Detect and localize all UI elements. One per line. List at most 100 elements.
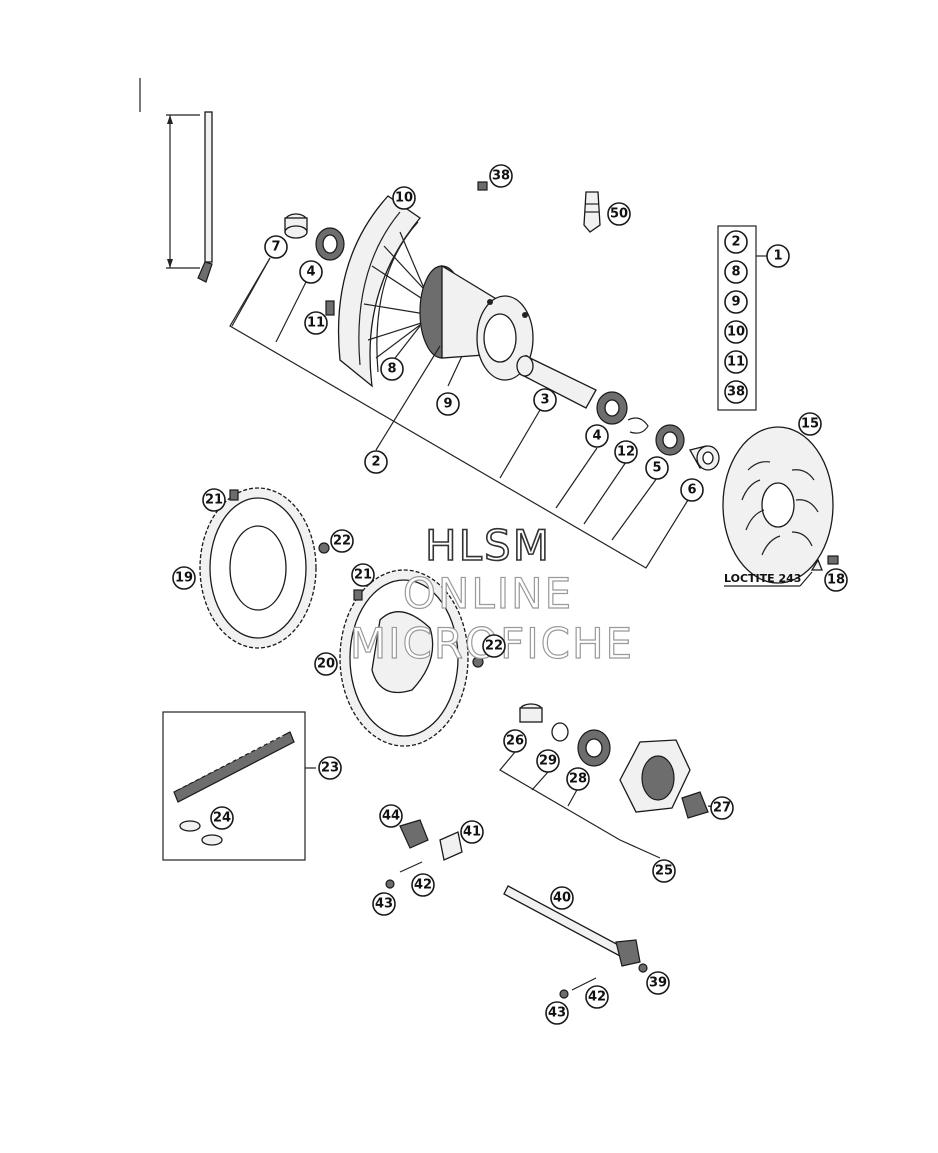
callout-24: 24 (210, 806, 234, 830)
svg-text:28: 28 (569, 772, 587, 787)
callout-39: 39 (646, 971, 670, 995)
kit-item-8: 8 (724, 260, 748, 284)
svg-text:25: 25 (655, 864, 673, 879)
drop-icon (810, 558, 823, 571)
chain-adjuster-part (439, 831, 463, 861)
svg-text:19: 19 (175, 571, 193, 586)
callout-15: 15 (798, 412, 822, 436)
svg-text:18: 18 (827, 573, 845, 588)
svg-text:29: 29 (539, 754, 557, 769)
watermark: HLSM ONLINE MICROFICHE (349, 520, 632, 668)
svg-text:12: 12 (617, 445, 635, 460)
svg-text:1: 1 (773, 249, 782, 264)
svg-text:4: 4 (306, 265, 315, 280)
callout-42-left: 42 (411, 873, 435, 897)
kit-item-38: 38 (724, 380, 748, 404)
chain-link-part (179, 820, 223, 846)
callout-9: 9 (436, 392, 460, 416)
callout-22-bottom: 22 (482, 634, 506, 658)
kit-item-11: 11 (724, 350, 748, 374)
svg-text:50: 50 (610, 207, 628, 222)
callout-27: 27 (710, 796, 734, 820)
spacer-part (689, 445, 720, 471)
callout-40: 40 (550, 886, 574, 910)
adjuster-nut-part (385, 879, 395, 889)
svg-text:44: 44 (382, 809, 400, 824)
svg-text:11: 11 (307, 316, 325, 331)
svg-text:40: 40 (553, 891, 571, 906)
callout-3: 3 (533, 388, 557, 412)
callout-25: 25 (652, 859, 676, 883)
chain-box (162, 711, 306, 861)
kit-item-2: 2 (724, 230, 748, 254)
chain-part (173, 731, 295, 803)
hub-part (419, 264, 534, 381)
callout-12: 12 (614, 440, 638, 464)
axle-tube-part (516, 355, 597, 409)
callout-41: 41 (460, 820, 484, 844)
axle-nut-part (399, 819, 429, 849)
svg-text:24: 24 (213, 811, 231, 826)
svg-text:42: 42 (414, 878, 432, 893)
callout-29: 29 (536, 749, 560, 773)
svg-text:2: 2 (371, 455, 380, 470)
disc-screw-part (827, 555, 839, 565)
svg-text:21: 21 (205, 493, 223, 508)
callout-7: 7 (264, 235, 288, 259)
callout-50: 50 (607, 202, 631, 226)
valve-part (583, 191, 601, 233)
bolt-part (325, 300, 335, 316)
loctite-note: LOCTITE 243 (724, 572, 801, 585)
spoke-part (166, 111, 213, 283)
axle-washer-part (638, 963, 648, 973)
callout-42-right: 42 (585, 985, 609, 1009)
sprocket-carrier-part (619, 739, 691, 813)
svg-text:23: 23 (321, 761, 339, 776)
callout-22-top: 22 (330, 529, 354, 553)
bearing-part-left (315, 227, 345, 261)
sprocket-nut-part (318, 542, 330, 554)
svg-text:9: 9 (731, 295, 740, 310)
damper-part (681, 791, 709, 819)
spacer-bushing-part (284, 213, 308, 239)
svg-text:7: 7 (271, 240, 280, 255)
svg-text:10: 10 (727, 325, 745, 340)
callout-43-right: 43 (545, 1001, 569, 1025)
svg-text:26: 26 (506, 734, 524, 749)
svg-text:3: 3 (540, 393, 549, 408)
callout-4-right: 4 (585, 424, 609, 448)
axle-part (503, 885, 641, 967)
callout-18: 18 (824, 568, 848, 592)
sprocket-part-20 (339, 569, 469, 747)
svg-text:10: 10 (395, 191, 413, 206)
callout-8: 8 (380, 357, 404, 381)
callout-23: 23 (318, 756, 342, 780)
callout-21-top: 21 (202, 488, 226, 512)
callout-26: 26 (503, 729, 527, 753)
svg-text:43: 43 (375, 897, 393, 912)
svg-text:22: 22 (333, 534, 351, 549)
svg-text:21: 21 (354, 568, 372, 583)
sprocket-part-19 (199, 487, 317, 649)
callout-28: 28 (566, 767, 590, 791)
callout-4-left: 4 (299, 260, 323, 284)
seal-part-29 (551, 722, 569, 742)
callout-20: 20 (314, 652, 338, 676)
svg-text:4: 4 (592, 429, 601, 444)
callout-10: 10 (392, 186, 416, 210)
svg-text:38: 38 (492, 169, 510, 184)
brake-disc-part (722, 426, 834, 584)
sprocket-bolt-part (229, 489, 239, 501)
watermark-line-2: ONLINE (403, 569, 573, 618)
svg-text:15: 15 (801, 417, 819, 432)
svg-text:27: 27 (713, 801, 731, 816)
callout-11: 11 (304, 311, 328, 335)
bearing-part-right (596, 391, 628, 425)
svg-text:22: 22 (485, 639, 503, 654)
svg-text:9: 9 (443, 397, 452, 412)
bearing-part-28 (577, 729, 611, 767)
callout-5: 5 (645, 456, 669, 480)
svg-text:5: 5 (652, 461, 661, 476)
svg-text:8: 8 (387, 362, 396, 377)
